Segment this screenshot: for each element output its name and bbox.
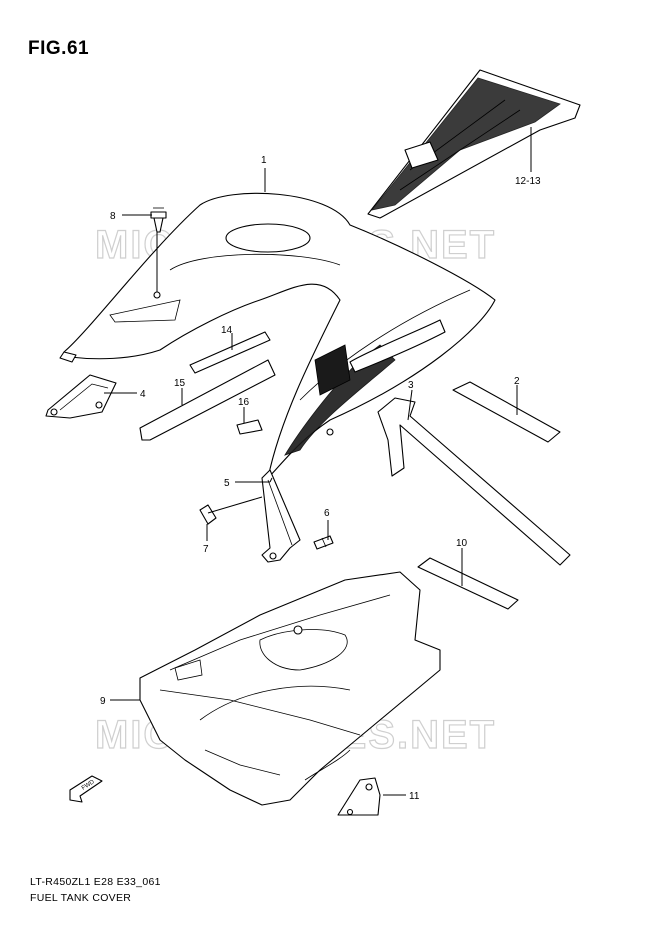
part-bracket-4 <box>45 374 117 419</box>
callout-part-14: 14 <box>221 325 233 336</box>
part-bracket-5 <box>261 469 301 563</box>
figure-title: FIG.61 <box>28 38 90 59</box>
part-pad-15 <box>139 359 276 441</box>
callout-part-7: 7 <box>203 544 209 555</box>
part-decal-12-13 <box>367 69 581 219</box>
callout-part-3: 3 <box>408 380 414 391</box>
part-lower-cover-9 <box>139 571 441 806</box>
part-pad-14 <box>189 331 271 374</box>
callout-part-5: 5 <box>224 478 230 489</box>
part-screw-6 <box>313 535 334 550</box>
model-code: LT-R450ZL1 E28 E33_061 <box>30 876 161 888</box>
callout-part-8: 8 <box>110 211 116 222</box>
part-bracket-11 <box>337 777 381 816</box>
callout-part-15: 15 <box>174 378 186 389</box>
callout-part-4: 4 <box>140 389 146 400</box>
figure-caption: FUEL TANK COVER <box>30 892 132 904</box>
callout-part-1: 1 <box>261 155 267 166</box>
callout-part-2: 2 <box>514 376 520 387</box>
part-fuel-tank-cover <box>59 192 496 479</box>
callout-part-11: 11 <box>409 791 420 802</box>
callout-part-16: 16 <box>238 397 250 408</box>
part-pad-10 <box>417 557 519 610</box>
part-pad-3 <box>377 397 571 566</box>
part-clip-8 <box>150 207 167 233</box>
callout-part-10: 10 <box>456 538 468 549</box>
part-clip-7 <box>199 504 217 525</box>
leader-lines <box>104 127 532 796</box>
callout-part-12-13: 12-13 <box>515 176 541 187</box>
part-pad-16 <box>236 419 263 435</box>
callout-part-9: 9 <box>100 696 106 707</box>
part-pad-2 <box>452 381 561 443</box>
fwd-direction-marker: FWD <box>69 775 103 803</box>
callout-part-6: 6 <box>324 508 330 519</box>
